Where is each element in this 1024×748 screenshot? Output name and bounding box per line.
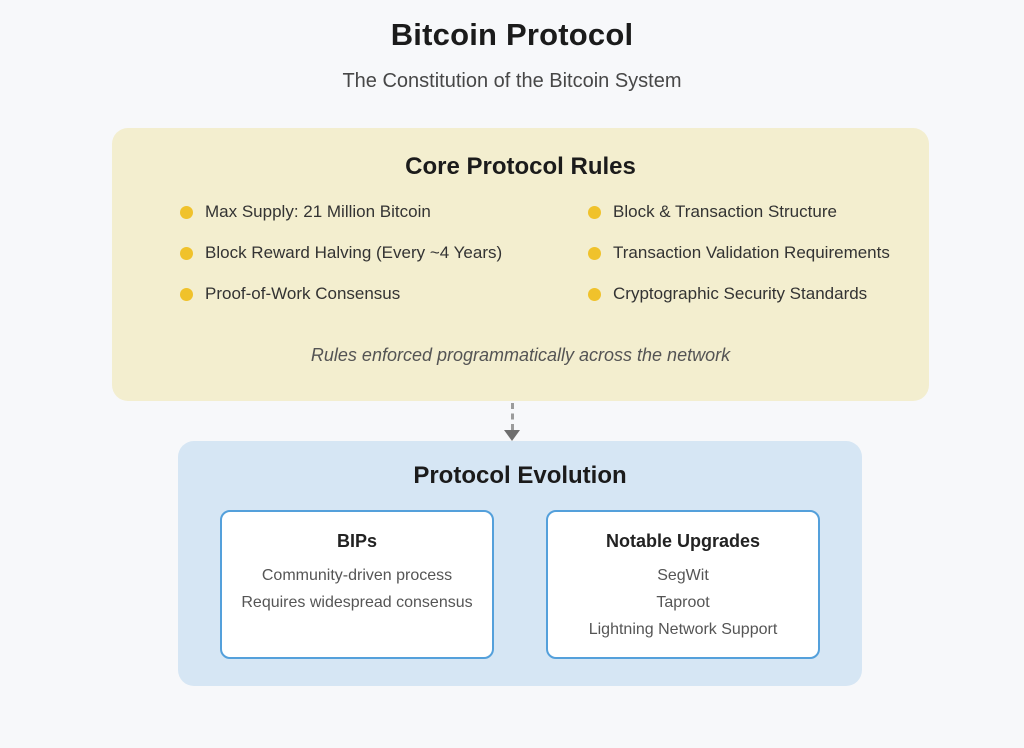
arrow-dashed-line (510, 403, 514, 430)
rule-item-crypto-standards: Cryptographic Security Standards (588, 284, 929, 304)
bips-card-line: Community-driven process (261, 567, 453, 584)
notable-upgrades-card-line: Taproot (656, 594, 710, 611)
rules-note: Rules enforced programmatically across t… (310, 345, 731, 365)
bips-card: BIPs Community-driven process Requires w… (220, 510, 494, 659)
rule-item-pow: Proof-of-Work Consensus (180, 284, 588, 304)
evolution-title: Protocol Evolution (413, 462, 627, 489)
core-rules-title: Core Protocol Rules (405, 153, 636, 180)
core-protocol-rules-panel: Core Protocol Rules Max Supply: 21 Milli… (112, 128, 929, 401)
rule-label: Proof-of-Work Consensus (205, 284, 401, 303)
bullet-icon (180, 287, 193, 301)
bips-card-line: Requires widespread consensus (241, 594, 473, 611)
rule-label: Block & Transaction Structure (613, 202, 837, 221)
notable-upgrades-card-title: Notable Upgrades (605, 531, 761, 551)
rule-item-max-supply: Max Supply: 21 Million Bitcoin (180, 202, 588, 222)
evolution-cards: BIPs Community-driven process Requires w… (178, 510, 862, 659)
notable-upgrades-card: Notable Upgrades SegWit Taproot Lightnin… (546, 510, 820, 659)
rule-label: Cryptographic Security Standards (613, 284, 868, 303)
rule-label: Transaction Validation Requirements (613, 243, 890, 262)
notable-upgrades-card-line: Lightning Network Support (588, 621, 778, 638)
page-subtitle: The Constitution of the Bitcoin System (342, 70, 682, 92)
arrow-head (504, 430, 520, 441)
bullet-icon (588, 205, 601, 219)
protocol-evolution-panel: Protocol Evolution BIPs Community-driven… (178, 441, 862, 686)
rule-item-validation: Transaction Validation Requirements (588, 243, 929, 263)
bullet-icon (588, 246, 601, 260)
down-arrow-icon (0, 401, 1024, 441)
page-title: Bitcoin Protocol (390, 17, 634, 52)
bullet-icon (180, 205, 193, 219)
rule-item-block-structure: Block & Transaction Structure (588, 202, 929, 222)
bullet-icon (180, 246, 193, 260)
core-rules-list: Max Supply: 21 Million Bitcoin Block & T… (112, 202, 929, 304)
bullet-icon (588, 287, 601, 301)
rule-label: Block Reward Halving (Every ~4 Years) (205, 243, 503, 262)
notable-upgrades-card-line: SegWit (657, 567, 709, 584)
rule-label: Max Supply: 21 Million Bitcoin (205, 202, 431, 221)
rule-item-halving: Block Reward Halving (Every ~4 Years) (180, 243, 588, 263)
bips-card-title: BIPs (336, 531, 378, 551)
